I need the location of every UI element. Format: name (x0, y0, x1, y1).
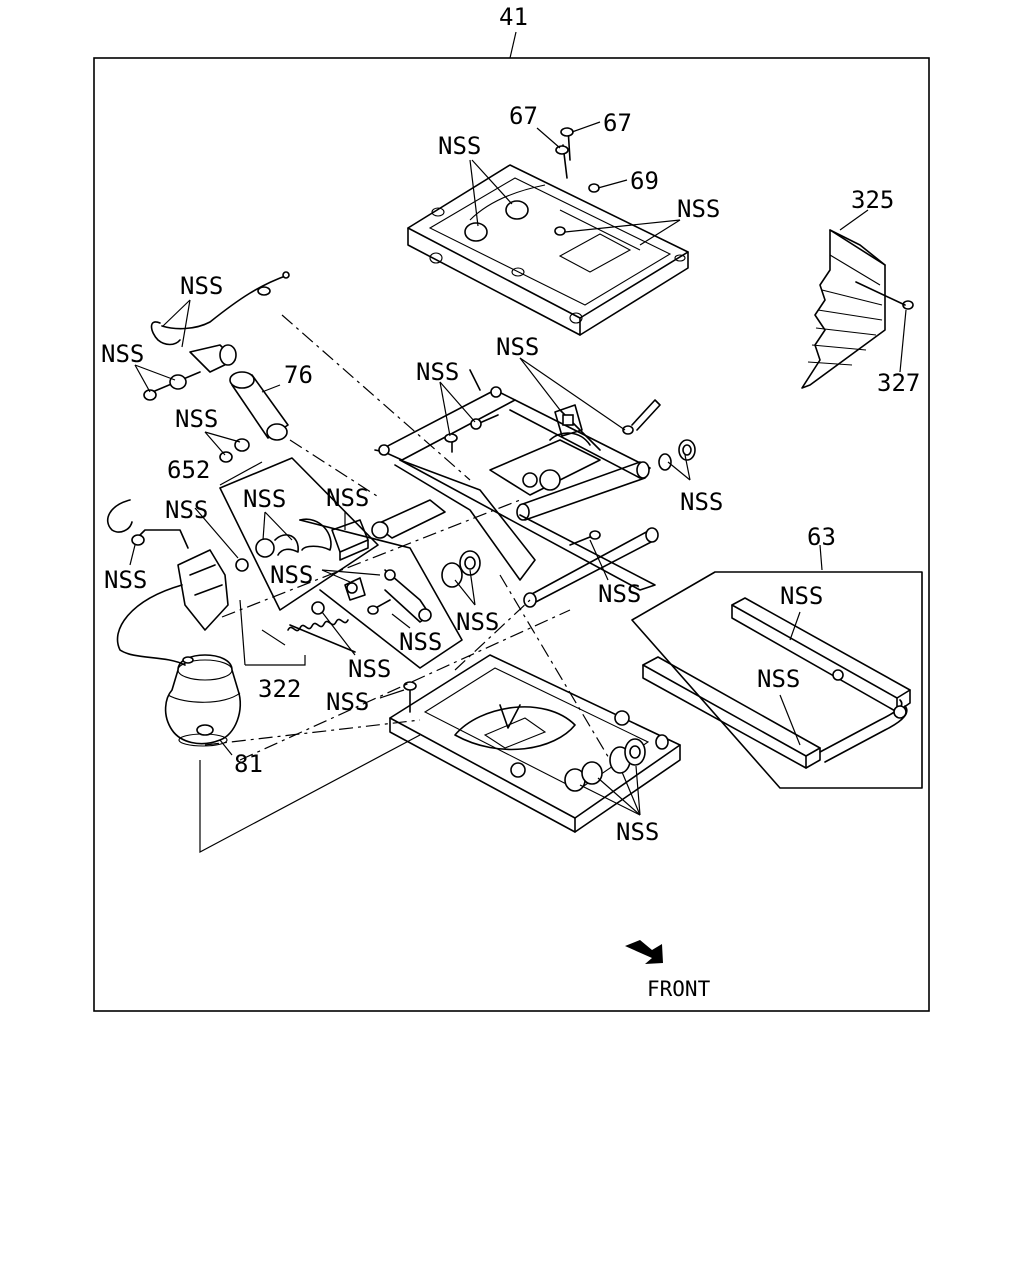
centerlines (204, 314, 611, 761)
label-nss: NSS (780, 582, 823, 610)
label-bolt-a: 67 (509, 102, 538, 130)
assembly-leader (509, 31, 517, 59)
bracket-group (219, 457, 463, 669)
label-nss: NSS (456, 608, 499, 636)
label-shock-absorber: 76 (284, 361, 313, 389)
diagram-frame (93, 57, 930, 1012)
label-nss: NSS (680, 488, 723, 516)
front-arrow-icon (625, 940, 663, 964)
label-spring: 322 (258, 675, 301, 703)
label-nss: NSS (757, 665, 800, 693)
label-screw: 327 (877, 369, 920, 397)
callout-labels: 41 67 67 69 325 327 76 652 63 322 81 NSS… (101, 3, 920, 1001)
label-bolt-b: 67 (603, 109, 632, 137)
label-nss: NSS (104, 566, 147, 594)
label-rails: 63 (807, 523, 836, 551)
label-assembly: 41 (499, 3, 528, 31)
label-nut: 69 (630, 167, 659, 195)
label-nss: NSS (175, 405, 218, 433)
label-nss: NSS (416, 358, 459, 386)
label-nss: NSS (326, 484, 369, 512)
base-plate (389, 654, 681, 833)
rails-group (631, 571, 923, 789)
label-nss: NSS (243, 485, 286, 513)
leader-lines (129, 121, 907, 853)
label-nss: NSS (101, 340, 144, 368)
label-nss: NSS (438, 132, 481, 160)
label-bracket: 652 (167, 456, 210, 484)
label-nss: NSS (677, 195, 720, 223)
shock-absorber-group (143, 271, 290, 463)
label-cover: 325 (851, 186, 894, 214)
air-spring (164, 654, 242, 747)
label-air-spring: 81 (234, 750, 263, 778)
label-nss: NSS (180, 272, 223, 300)
label-nss: NSS (270, 561, 313, 589)
valve-group (106, 499, 356, 666)
label-nss: NSS (399, 628, 442, 656)
label-front: FRONT (647, 977, 711, 1001)
label-nss: NSS (616, 818, 659, 846)
label-nss: NSS (165, 496, 208, 524)
scissor-mechanism (371, 369, 696, 608)
label-nss: NSS (348, 655, 391, 683)
bellows-cover (801, 229, 914, 389)
label-nss: NSS (496, 333, 539, 361)
label-nss: NSS (326, 688, 369, 716)
label-nss: NSS (598, 580, 641, 608)
